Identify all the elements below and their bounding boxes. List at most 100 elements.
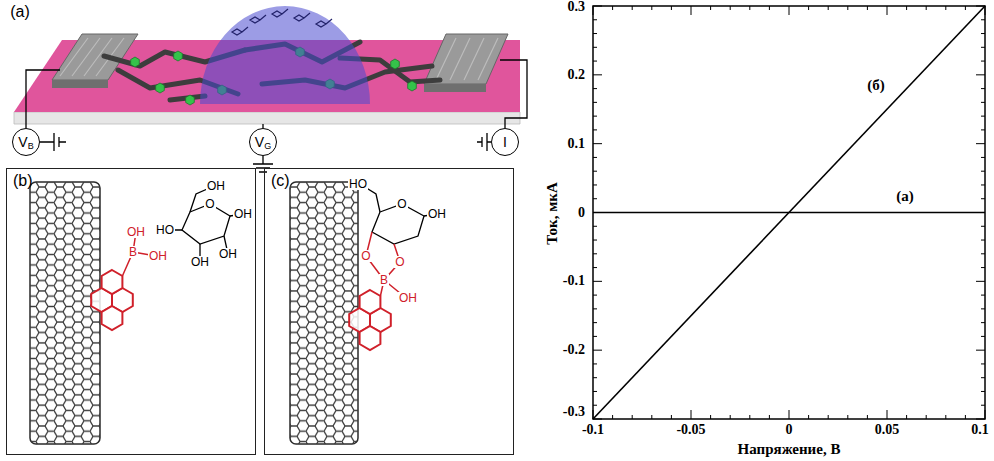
voltage-source: VB	[12, 128, 40, 156]
y-tick	[981, 102, 985, 103]
x-tick	[867, 6, 868, 10]
y-tick	[593, 267, 597, 268]
panel-box: (c)	[264, 168, 514, 455]
y-tick-label: 0.2	[568, 68, 586, 82]
x-tick	[906, 415, 907, 419]
y-tick	[981, 129, 985, 130]
y-tick	[981, 171, 985, 172]
atom-label: OH	[398, 292, 418, 304]
y-tick	[981, 19, 985, 20]
x-tick	[945, 415, 946, 419]
pyrene	[91, 270, 391, 350]
axis-ticks	[593, 6, 985, 419]
y-tick	[593, 363, 597, 364]
y-tick	[981, 184, 985, 185]
atom-label: B	[379, 274, 389, 286]
y-tick	[593, 226, 597, 227]
y-tick-label: 0.3	[568, 0, 586, 14]
y-tick	[981, 157, 985, 158]
y-tick	[976, 74, 985, 75]
y-tick	[593, 129, 597, 130]
x-tick	[710, 415, 711, 419]
y-tick	[976, 281, 985, 282]
current-meter: I	[491, 128, 519, 156]
y-tick	[981, 253, 985, 254]
x-tick	[632, 415, 633, 419]
y-tick	[593, 322, 597, 323]
y-tick	[976, 419, 985, 420]
y-tick	[981, 47, 985, 48]
gate-source: VG	[249, 128, 277, 156]
y-tick	[981, 88, 985, 89]
y-tick	[593, 308, 597, 309]
y-tick	[593, 350, 602, 351]
x-tick	[985, 410, 986, 419]
atom-label: HO	[155, 224, 175, 236]
data-curve	[593, 6, 985, 419]
x-tick	[789, 6, 790, 15]
x-tick	[749, 415, 750, 419]
y-tick-label: -0.3	[563, 405, 585, 419]
x-tick-label: -0.05	[676, 423, 705, 437]
y-tick	[981, 363, 985, 364]
x-tick	[789, 410, 790, 419]
chart-frame	[593, 6, 985, 419]
atom-label: OH	[126, 226, 146, 238]
x-tick	[769, 6, 770, 10]
x-tick	[730, 415, 731, 419]
y-tick	[981, 377, 985, 378]
y-tick	[593, 405, 597, 406]
pyrene-ring	[360, 326, 381, 350]
x-tick	[691, 410, 692, 419]
x-tick-label: 0.1	[971, 423, 989, 437]
atom-label: O	[204, 198, 215, 210]
x-tick	[651, 415, 652, 419]
atom-label: OH	[427, 208, 447, 220]
y-tick	[981, 405, 985, 406]
atom-label: OH	[206, 180, 226, 192]
x-tick	[710, 6, 711, 10]
y-tick-label: -0.2	[563, 343, 585, 357]
x-tick	[612, 6, 613, 10]
atom-label: HO	[348, 178, 368, 190]
x-tick-label: 0	[786, 423, 793, 437]
node-text: (b)	[13, 172, 33, 190]
y-tick	[593, 157, 597, 158]
x-tick	[651, 6, 652, 10]
x-tick-label: -0.1	[582, 423, 604, 437]
atom-label: O	[394, 256, 405, 268]
x-tick	[632, 6, 633, 10]
x-tick	[887, 410, 888, 419]
y-tick	[593, 198, 597, 199]
x-tick	[671, 415, 672, 419]
atom-label: OH	[218, 248, 238, 260]
x-tick	[926, 6, 927, 10]
droplet	[200, 6, 370, 104]
y-tick	[593, 240, 597, 241]
y-tick-label: -0.1	[563, 274, 585, 288]
circuit-wire	[26, 60, 527, 172]
x-tick	[730, 6, 731, 10]
y-tick	[981, 198, 985, 199]
y-tick	[593, 336, 597, 337]
y-tick	[981, 267, 985, 268]
y-tick	[593, 88, 597, 89]
y-tick	[593, 61, 597, 62]
glucose-icon	[232, 9, 332, 35]
x-tick-label: 0.05	[875, 423, 900, 437]
x-tick	[828, 415, 829, 419]
y-tick	[593, 116, 597, 117]
pyrene-ring	[102, 306, 123, 330]
atom-label: OH	[148, 250, 168, 262]
atom-label: OH	[190, 256, 210, 268]
x-tick	[691, 6, 692, 15]
x-tick	[612, 415, 613, 419]
panel-label: (a)	[10, 4, 30, 20]
x-tick	[769, 415, 770, 419]
y-tick	[981, 33, 985, 34]
x-tick	[828, 6, 829, 10]
y-tick	[981, 226, 985, 227]
axis-title: Ток, мкА	[544, 182, 559, 245]
